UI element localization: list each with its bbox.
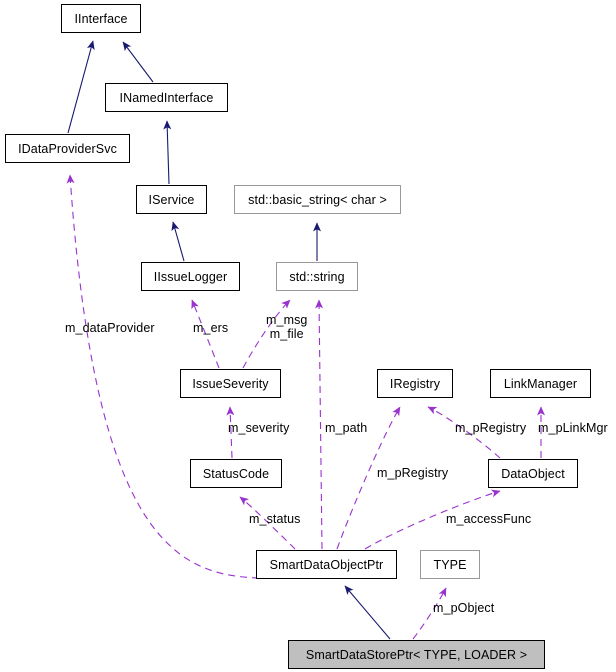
edge-label-text: m_ers (193, 321, 229, 335)
class-node-label: IService (148, 192, 195, 207)
edge-label-text: m_dataProvider (65, 321, 155, 335)
edge-label-m-status: m_status (249, 512, 301, 526)
class-node-label: LinkManager (503, 376, 578, 391)
edge-label-m-plinkmgr: m_pLinkMgr (538, 421, 608, 435)
class-node-std-string[interactable]: std::string (276, 262, 358, 291)
edge-label-text-line1: m_msg (266, 313, 308, 327)
class-node-inamedinterface[interactable]: INamedInterface (105, 83, 228, 112)
edge-iissuelogger-to-iservice (171, 221, 185, 262)
class-node-label: std::basic_string< char > (248, 192, 387, 207)
class-node-iservice[interactable]: IService (136, 185, 207, 214)
class-node-smartdatastoreptr[interactable]: SmartDataStorePtr< TYPE, LOADER > (288, 640, 545, 669)
class-node-dataobject[interactable]: DataObject (488, 459, 578, 488)
edge-label-text: m_status (249, 512, 301, 526)
edge-label-m-pregistry-upper: m_pRegistry (455, 421, 526, 435)
edge-idataprovidersvc-to-iinterface (67, 40, 95, 134)
edge-label-text: m_accessFunc (446, 512, 532, 526)
class-node-label: IssueSeverity (192, 376, 269, 391)
class-node-label: SmartDataObjectPtr (269, 557, 384, 572)
edge-label-text: m_pRegistry (377, 466, 449, 480)
class-node-label: TYPE (433, 557, 467, 572)
edge-label-text: m_pRegistry (455, 421, 527, 435)
class-node-smartdataobjectptr[interactable]: SmartDataObjectPtr (256, 550, 397, 579)
class-node-issueseverity[interactable]: IssueSeverity (180, 369, 281, 398)
class-node-linkmanager[interactable]: LinkManager (490, 369, 591, 398)
class-node-statuscode[interactable]: StatusCode (190, 459, 282, 488)
edge-iservice-to-inamedinterface (163, 120, 172, 185)
class-node-iissuelogger[interactable]: IIssueLogger (141, 262, 240, 291)
class-node-label: std::string (289, 269, 345, 284)
edge-usage-m_path (315, 299, 324, 550)
class-node-label: StatusCode (202, 466, 270, 481)
class-node-iregistry[interactable]: IRegistry (377, 369, 453, 398)
edge-smartdatastoreptr-to-smartdataobjectptr (344, 585, 391, 640)
class-node-label: IInterface (74, 11, 128, 26)
edge-label-m-severity: m_severity (228, 421, 289, 435)
class-node-label: INamedInterface (119, 90, 214, 105)
class-node-label: DataObject (501, 466, 565, 481)
edge-label-m-dataprovider: m_dataProvider (65, 321, 155, 335)
edge-label-text: m_severity (228, 421, 290, 435)
class-node-label: IDataProviderSvc (18, 141, 117, 156)
edge-label-m-msg-m-file: m_msg m_file (266, 313, 307, 341)
edge-label-m-pobject: m_pObject (433, 601, 494, 615)
class-node-label: SmartDataStorePtr< TYPE, LOADER > (305, 647, 528, 662)
edge-label-m-ers: m_ers (193, 321, 228, 335)
edge-label-m-accessfunc: m_accessFunc (446, 512, 531, 526)
edge-inamedinterface-to-iinterface (122, 41, 154, 83)
edge-label-m-pregistry-lower: m_pRegistry (377, 466, 448, 480)
edge-label-text-line2: m_file (269, 327, 304, 341)
edge-label-text: m_path (325, 421, 368, 435)
class-node-label: IIssueLogger (153, 269, 228, 284)
class-node-std-basic-string[interactable]: std::basic_string< char > (234, 185, 401, 214)
edge-label-text: m_pObject (433, 601, 495, 615)
class-node-iinterface[interactable]: IInterface (61, 4, 141, 33)
class-node-type[interactable]: TYPE (420, 550, 480, 579)
edge-label-m-path: m_path (325, 421, 367, 435)
edge-label-text: m_pLinkMgr (538, 421, 608, 435)
class-node-idataprovidersvc[interactable]: IDataProviderSvc (5, 134, 130, 163)
class-node-label: IRegistry (389, 376, 441, 391)
